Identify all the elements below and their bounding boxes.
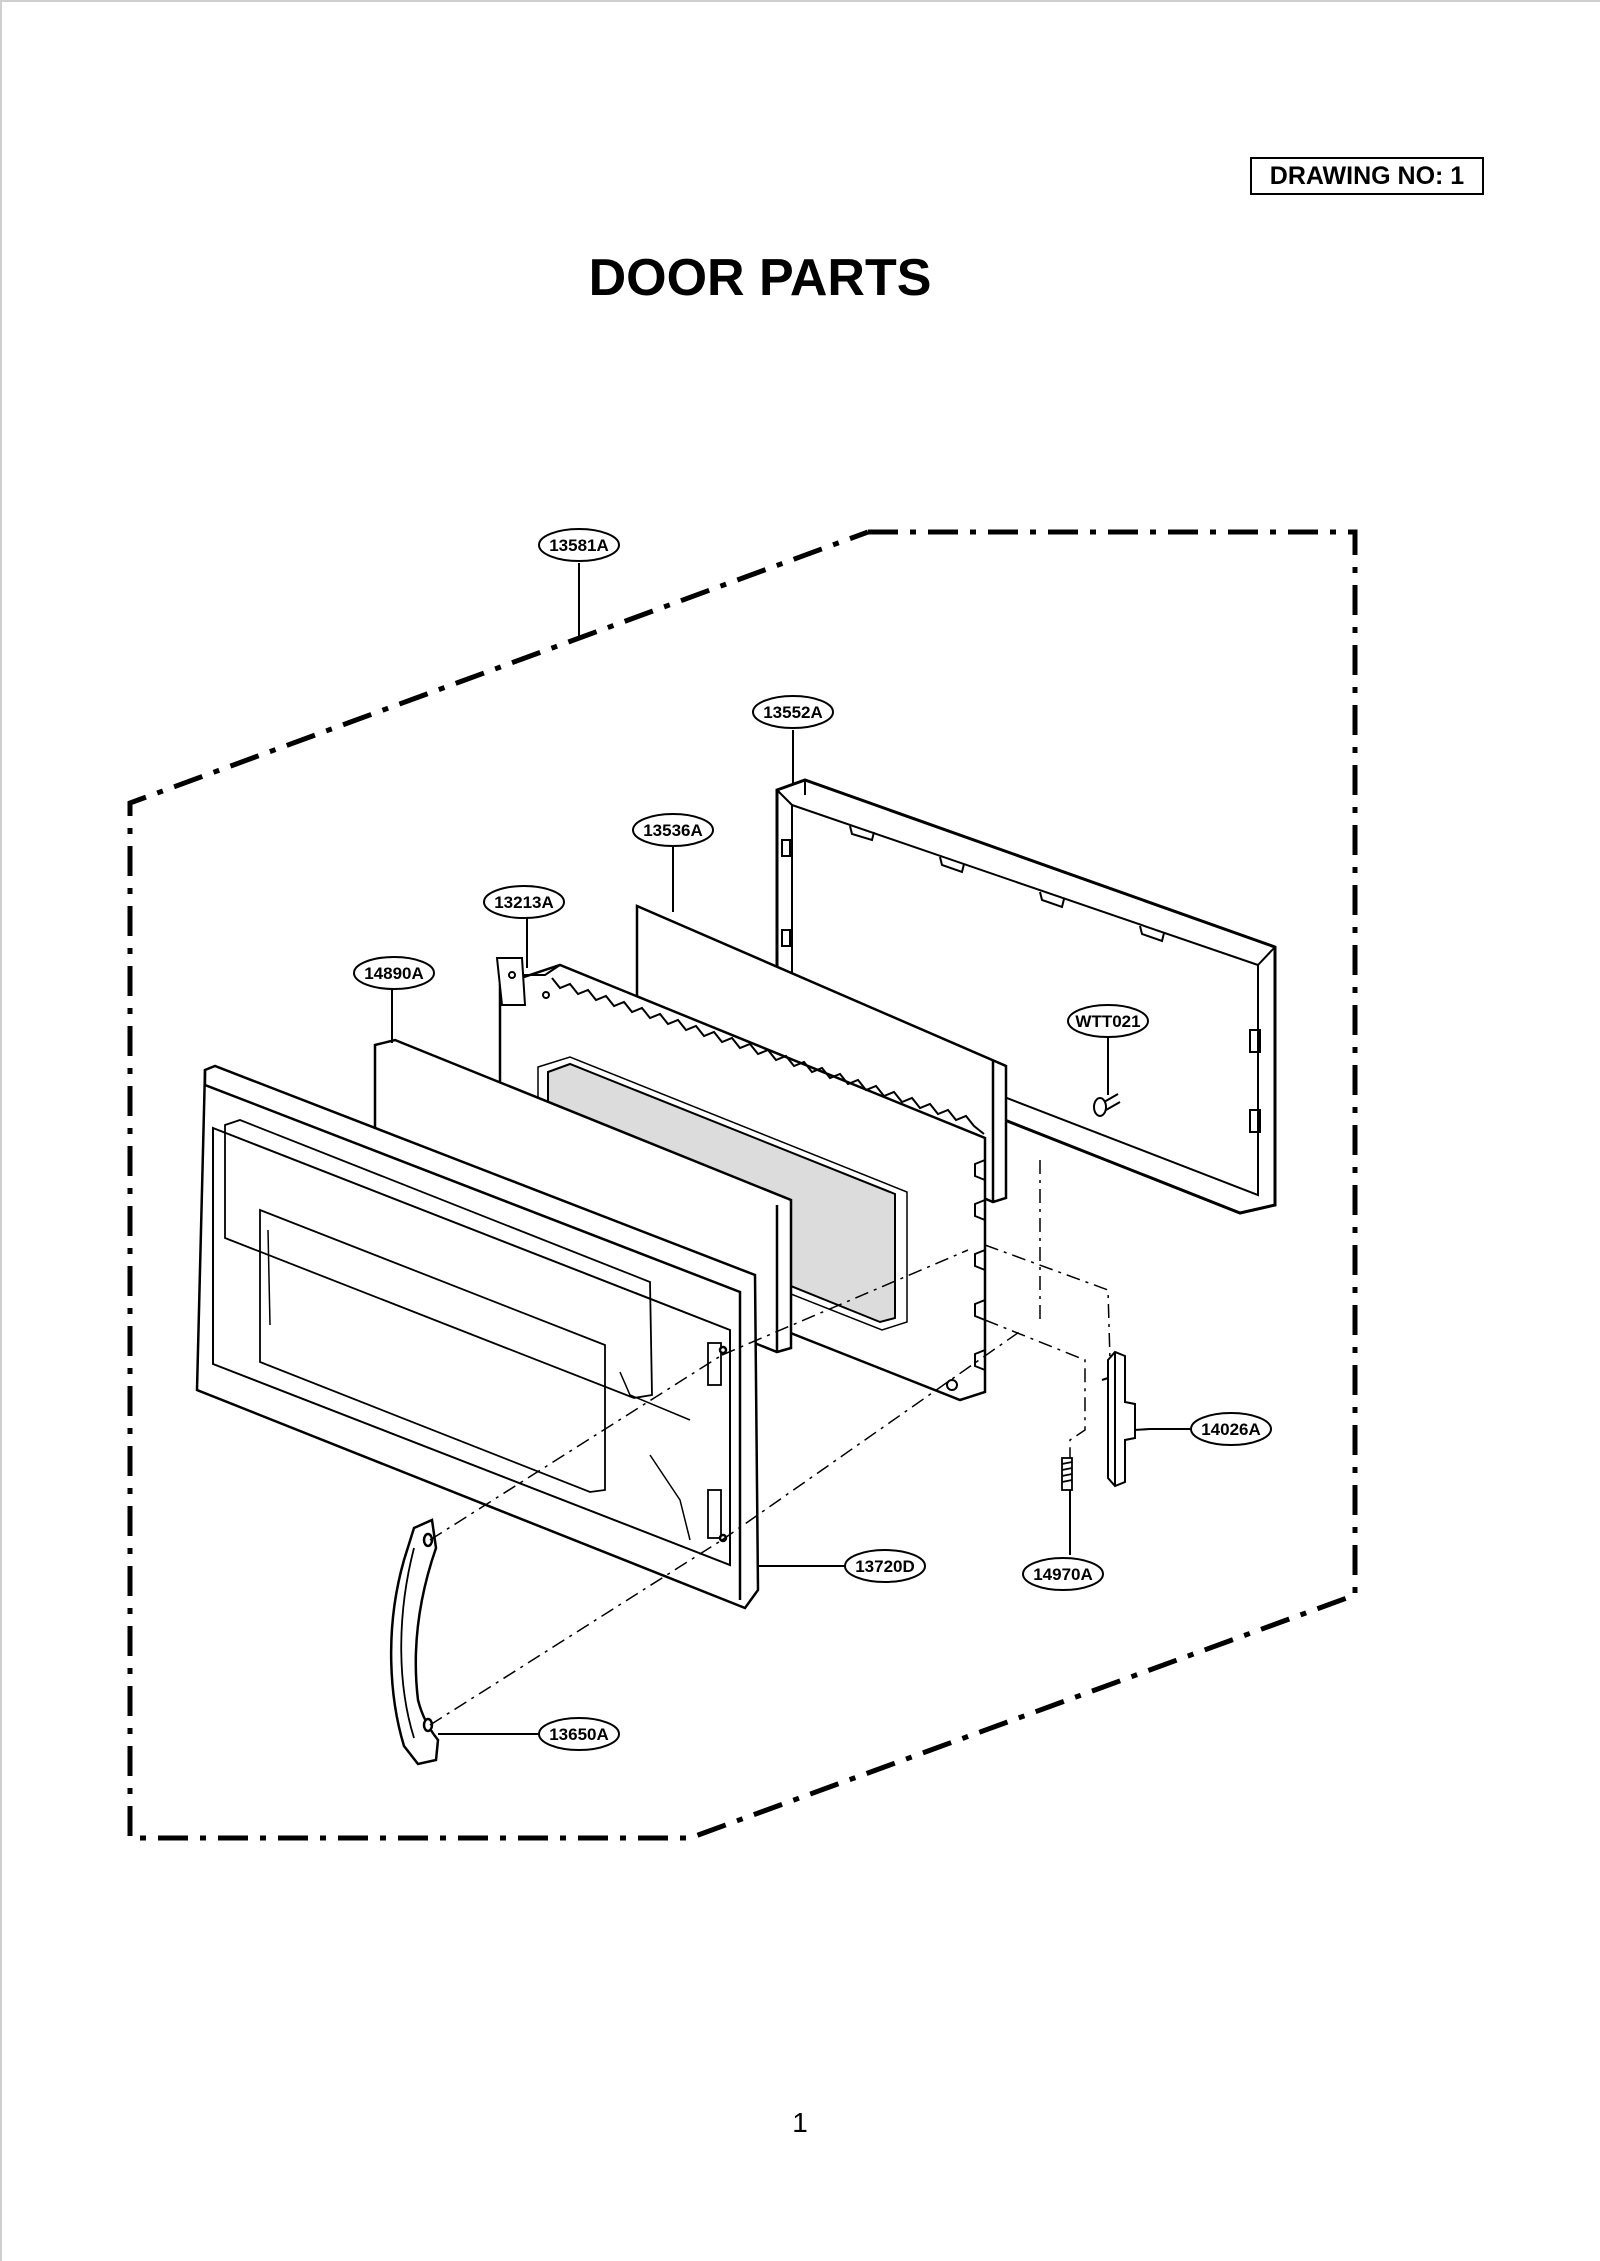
callout-13552a: 13552A: [752, 695, 834, 729]
assembly-guide-lines: [429, 1160, 1111, 1726]
callout-wtt021: WTT021: [1067, 1004, 1149, 1038]
page-top-border: [0, 0, 1600, 2]
page-left-border: [0, 0, 2, 2261]
assembly-boundary: [127, 529, 1358, 1841]
door-front-13720d: [195, 1064, 760, 1610]
drawing-number-label: DRAWING NO: 1: [1269, 161, 1465, 190]
callout-13650a: 13650A: [538, 1717, 620, 1751]
callout-14026a-label: 14026A: [1201, 1420, 1261, 1439]
leader-lines: [391, 563, 1190, 1735]
latch-lever-14026a: [1101, 1350, 1136, 1488]
callout-13536a: 13536A: [632, 813, 714, 847]
callout-14890a-label: 14890A: [364, 964, 424, 983]
callout-13213a-label: 13213A: [494, 893, 554, 912]
door-handle-13650a: [389, 1518, 440, 1766]
callout-14026a: 14026A: [1190, 1412, 1272, 1446]
callout-13581a: 13581A: [538, 528, 620, 562]
callout-13650a-label: 13650A: [549, 1725, 609, 1744]
callout-14890a: 14890A: [353, 956, 435, 990]
page-number: 1: [792, 2107, 808, 2138]
callout-13552a-label: 13552A: [763, 703, 823, 722]
callout-13213a: 13213A: [483, 885, 565, 919]
callout-14970a: 14970A: [1022, 1557, 1104, 1591]
callout-13720d: 13720D: [844, 1549, 926, 1583]
page-title: DOOR PARTS: [588, 249, 932, 307]
spring-14970a: [1061, 1457, 1073, 1491]
callout-13720d-label: 13720D: [855, 1557, 915, 1576]
callout-14970a-label: 14970A: [1033, 1565, 1093, 1584]
screw-wtt021: [1093, 1093, 1121, 1117]
drawing-number-box: DRAWING NO: 1: [1250, 157, 1484, 195]
callout-13536a-label: 13536A: [643, 821, 703, 840]
callout-wtt021-label: WTT021: [1075, 1012, 1140, 1031]
callout-13581a-label: 13581A: [549, 536, 609, 555]
